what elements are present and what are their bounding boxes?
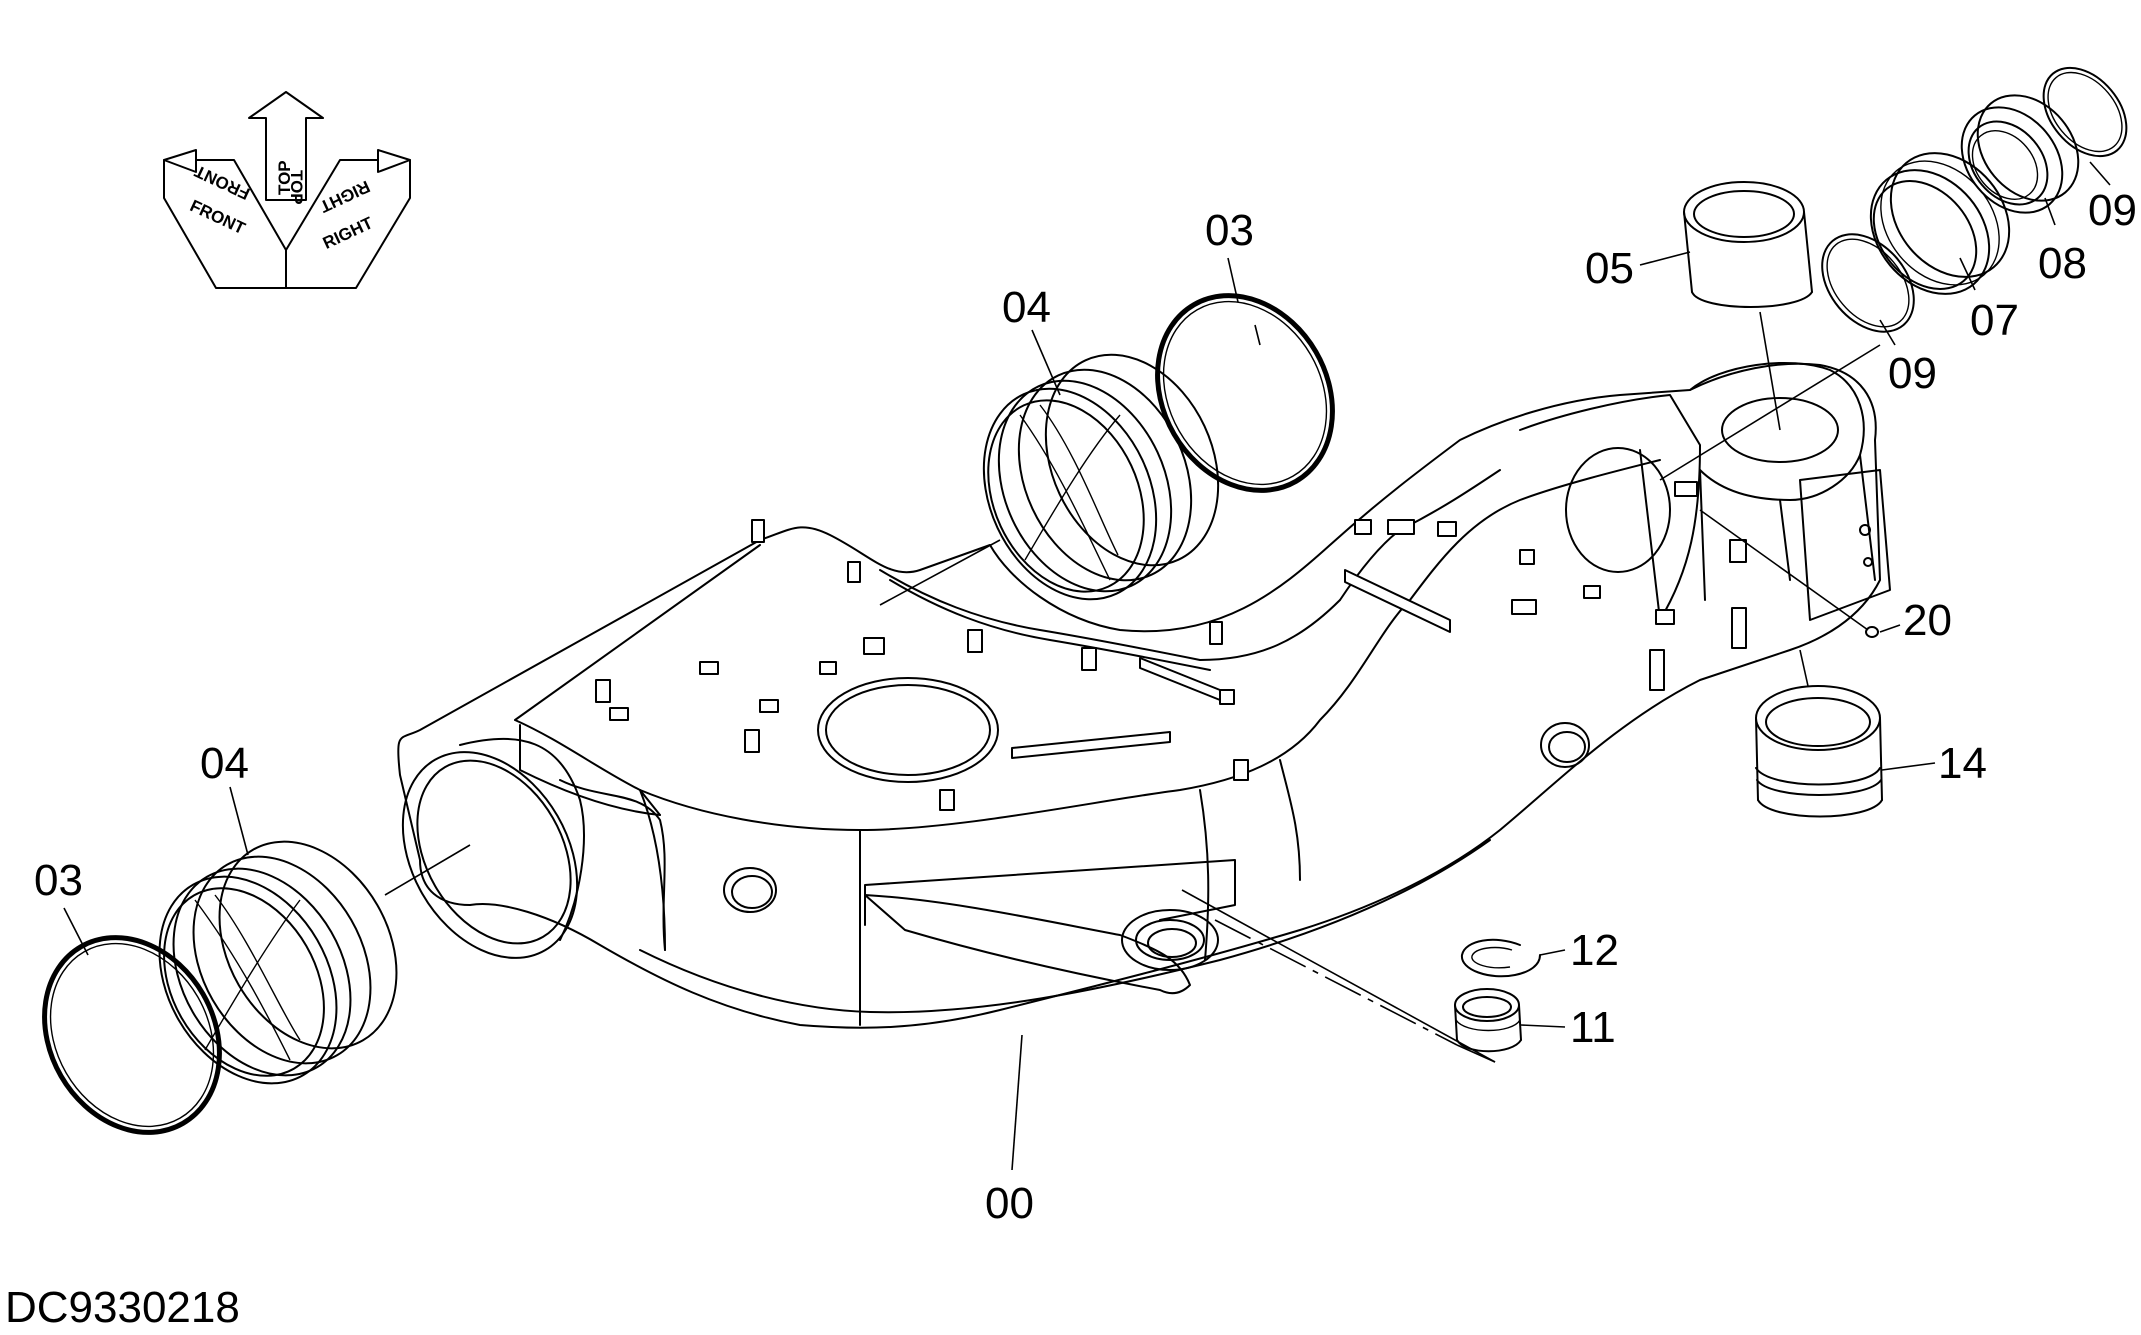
callout-20: 20 — [1903, 596, 1952, 645]
orientation-top-label: TOP — [287, 170, 306, 205]
callout-12: 12 — [1570, 926, 1619, 975]
callout-14: 14 — [1938, 739, 1987, 788]
part-04-left-bushing — [158, 840, 398, 1085]
part-08-seal — [1960, 94, 2080, 214]
callout-11: 11 — [1570, 1003, 1616, 1052]
callout-03-top: 03 — [1205, 206, 1254, 255]
callout-03-left: 03 — [34, 856, 83, 905]
callout-09-top: 09 — [2088, 186, 2137, 235]
part-05-bushing — [1683, 181, 1813, 308]
part-03-top-ring — [1155, 293, 1335, 493]
orientation-symbol: FRONT FRONT TOP TOP RIGHT RIGHT — [163, 91, 411, 289]
callout-09-mid: 09 — [1888, 349, 1937, 398]
part-11-bushing — [1454, 988, 1522, 1053]
part-09-mid-ring — [1821, 233, 1915, 333]
document-number: DC9330218 — [5, 1283, 240, 1332]
part-04-top-bushing — [982, 353, 1220, 601]
callout-04-top: 04 — [1002, 283, 1051, 332]
part-09-top-ring — [2042, 66, 2128, 158]
callout-08: 08 — [2038, 239, 2087, 288]
deck-brackets — [595, 481, 1747, 811]
orientation-top-label-mirrored: TOP — [275, 160, 294, 195]
part-20-fitting — [1865, 626, 1879, 638]
callout-labels: 03 04 04 03 05 09 07 08 09 20 14 12 11 0… — [34, 186, 2137, 1228]
callout-05: 05 — [1585, 244, 1634, 293]
callout-04-left: 04 — [200, 739, 249, 788]
part-14-bushing — [1755, 685, 1883, 818]
callout-07: 07 — [1970, 296, 2019, 345]
part-03-left-ring — [42, 935, 222, 1135]
part-12-ring — [1460, 938, 1541, 978]
callout-00: 00 — [985, 1179, 1034, 1228]
leader-lines — [63, 161, 2111, 1171]
main-frame — [397, 361, 1891, 1029]
part-07-bearing — [1869, 152, 2011, 295]
